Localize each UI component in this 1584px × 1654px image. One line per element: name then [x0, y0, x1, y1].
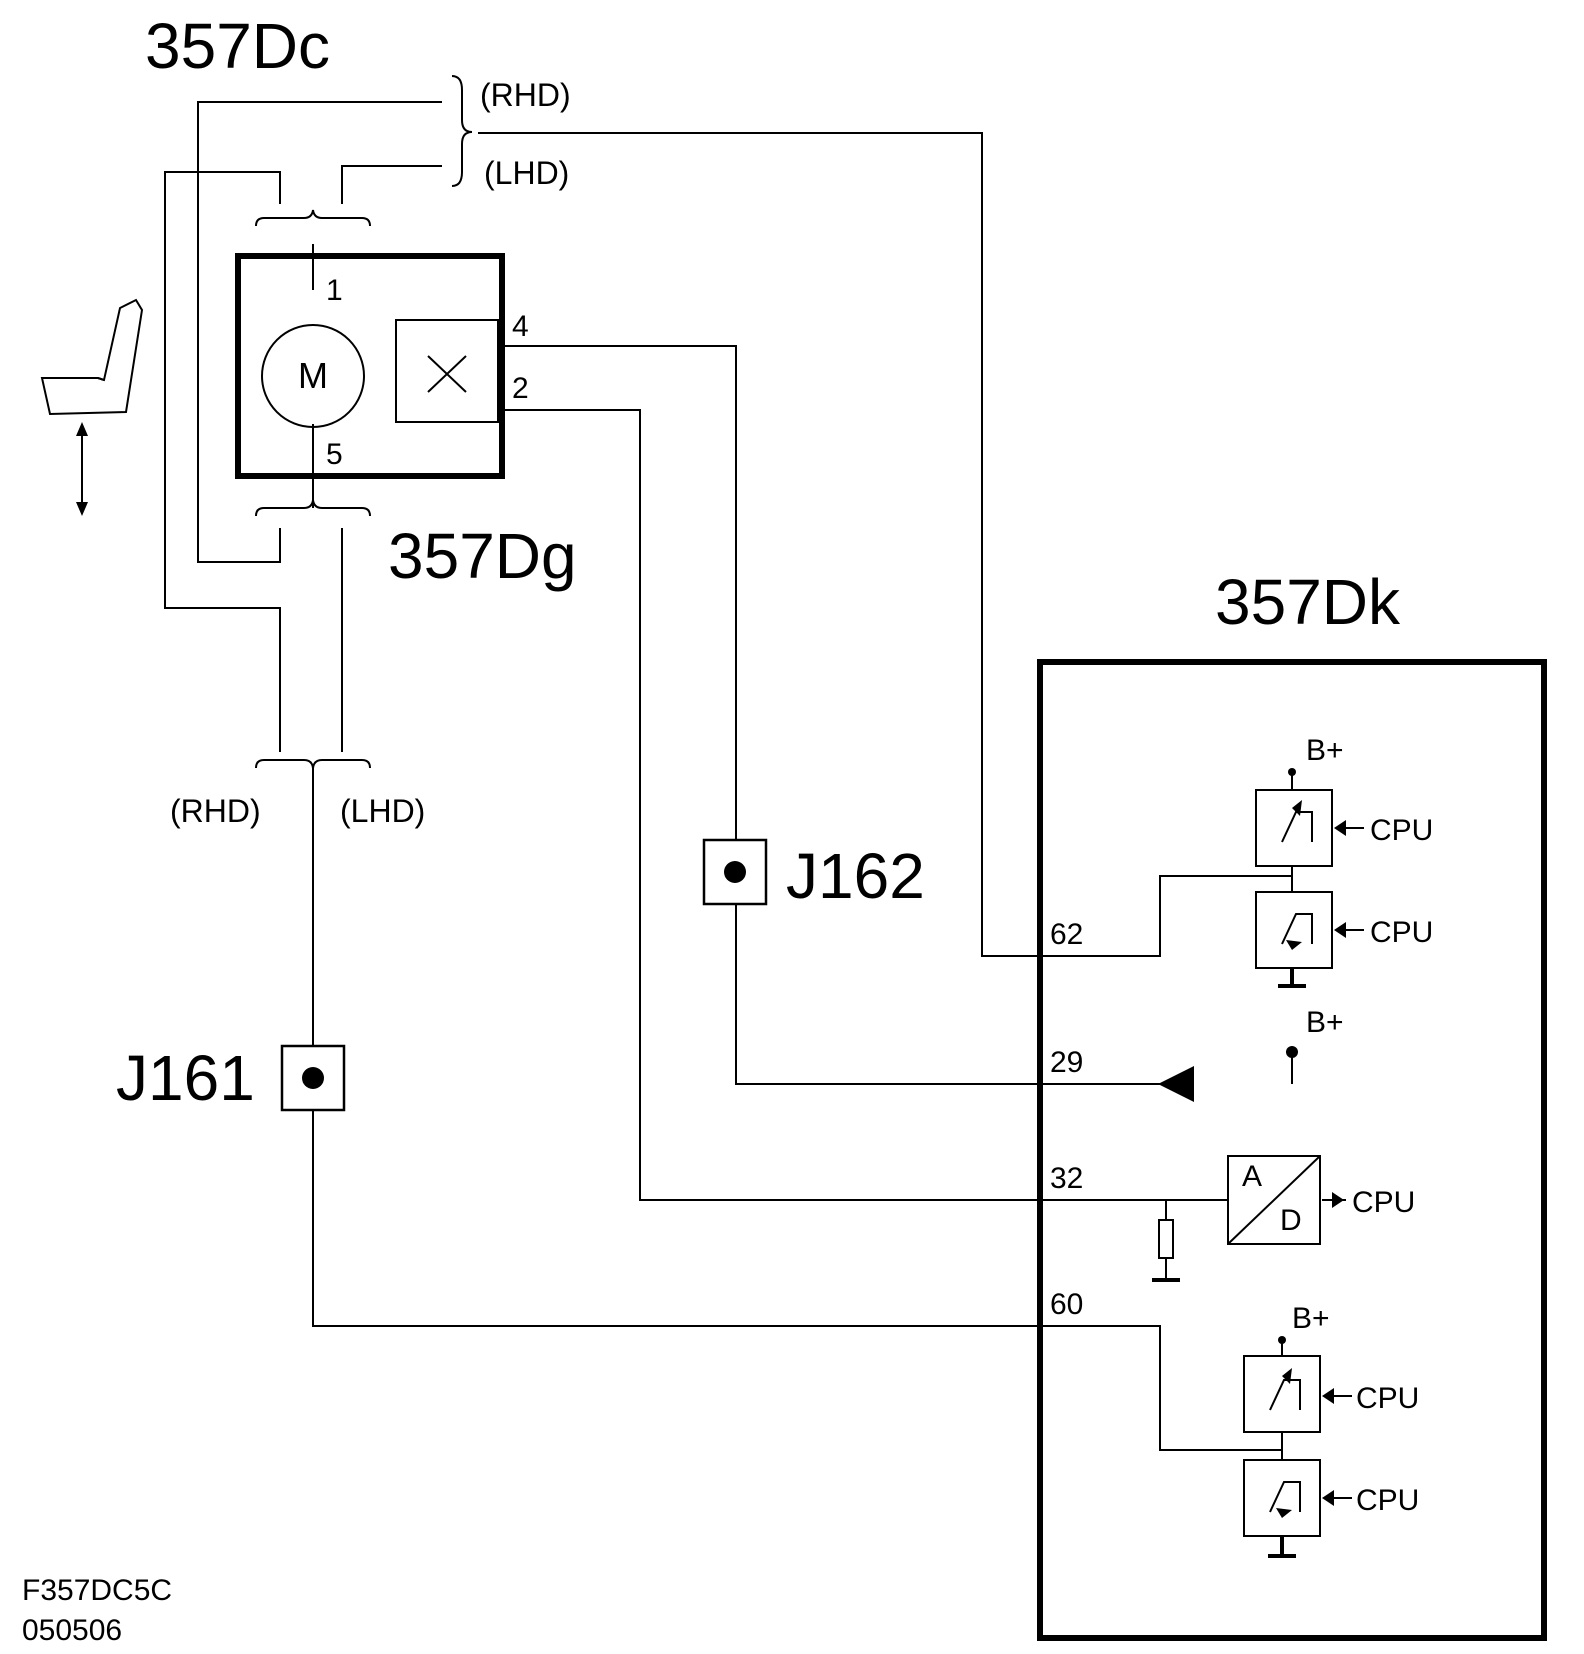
- cpu-label-4: CPU: [1356, 1382, 1419, 1415]
- brace-top-connector: [255, 209, 371, 227]
- top-rhd-label: (RHD): [480, 77, 571, 113]
- connector-bottom-label: 357Dg: [388, 520, 577, 592]
- wire-j162-to-pin-29: [735, 904, 1170, 1085]
- connector-top-label: 357Dc: [145, 10, 330, 82]
- top-lhd-label: (LHD): [484, 155, 569, 191]
- cpu-arrow-2: [1334, 922, 1364, 938]
- module-pin-32: 32: [1050, 1162, 1083, 1195]
- wire-rhd-top: [197, 101, 442, 563]
- wire-pin4-to-j162: [502, 345, 737, 840]
- junction-j161: [280, 1044, 346, 1112]
- ad-label-a: A: [1242, 1160, 1262, 1193]
- bottom-lhd-label: (LHD): [340, 793, 425, 829]
- middle-supply-label: B+: [1306, 1006, 1344, 1039]
- supply-feed-29: [1158, 1046, 1298, 1102]
- upper-supply-label: B+: [1306, 734, 1344, 767]
- control-module-frame: [1037, 659, 1547, 1641]
- junction-j162-label: J162: [786, 840, 925, 912]
- wire-lhd-top: [341, 165, 442, 204]
- wire-j161-to-pin-60: [312, 1110, 1282, 1451]
- seat-adjust-icon: [40, 298, 144, 516]
- pin-4-label: 4: [512, 310, 529, 343]
- cpu-arrow-1: [1334, 820, 1364, 836]
- pin-5-label: 5: [326, 438, 343, 471]
- lower-supply-label: B+: [1292, 1302, 1330, 1335]
- sensor-cross-icon: [427, 355, 467, 393]
- driver-pair-upper: [1255, 768, 1333, 988]
- wire-left-outer: [164, 171, 281, 752]
- wire-pin2-to-pin-32: [502, 409, 1228, 1201]
- pin-2-label: 2: [512, 372, 529, 405]
- cpu-arrow-3: [1322, 1192, 1346, 1208]
- position-sensor: [395, 319, 499, 423]
- footer-code: F357DC5C: [22, 1574, 172, 1607]
- brace-lower-junction: [255, 759, 371, 769]
- motor-housing: [235, 253, 505, 479]
- cpu-label-1: CPU: [1370, 814, 1433, 847]
- ad-converter: [1227, 1155, 1321, 1245]
- cpu-arrow-4: [1322, 1388, 1352, 1404]
- cpu-label-3: CPU: [1352, 1186, 1415, 1219]
- module-pin-60: 60: [1050, 1288, 1083, 1321]
- junction-j162: [702, 838, 768, 906]
- ad-label-d: D: [1280, 1204, 1302, 1237]
- pin-1-label: 1: [326, 274, 343, 307]
- cpu-arrow-5: [1322, 1490, 1352, 1506]
- bottom-rhd-label: (RHD): [170, 793, 261, 829]
- motor-m-label: M: [298, 355, 328, 396]
- driver-pair-lower: [1243, 1336, 1321, 1558]
- junction-j161-label: J161: [116, 1042, 255, 1114]
- control-module-label: 357Dk: [1215, 566, 1401, 638]
- pull-down-resistor: [1152, 1200, 1180, 1282]
- cpu-label-2: CPU: [1370, 916, 1433, 949]
- cpu-label-5: CPU: [1356, 1484, 1419, 1517]
- module-pin-62: 62: [1050, 918, 1083, 951]
- motor-symbol: [261, 324, 365, 428]
- top-variant-brace: [451, 75, 473, 187]
- footer-date: 050506: [22, 1614, 122, 1647]
- module-pin-29: 29: [1050, 1046, 1083, 1079]
- wire-to-pin-62: [478, 132, 1292, 957]
